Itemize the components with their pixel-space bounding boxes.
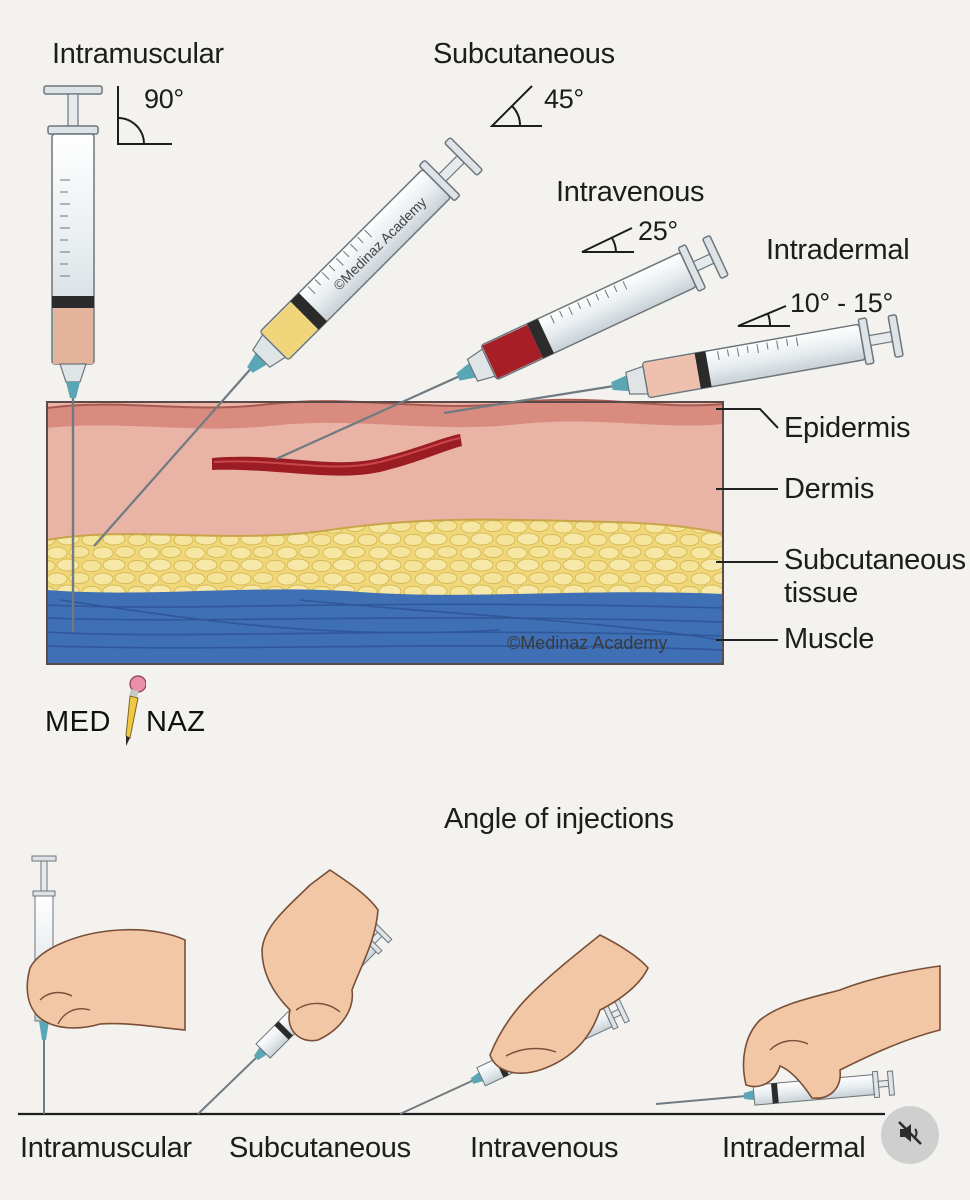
label-intramuscular: Intramuscular	[52, 38, 224, 70]
bottom-title: Angle of injections	[444, 803, 674, 835]
syringe-intramuscular	[43, 85, 103, 632]
hand-subcutaneous	[261, 869, 379, 1042]
logo-text-left: MED	[45, 706, 111, 738]
label-subcutaneous-tissue: Subcutaneous tissue	[784, 544, 966, 609]
syringe-subcutaneous	[93, 137, 483, 547]
label-dermis: Dermis	[784, 473, 875, 505]
label-subcutaneous: Subcutaneous	[433, 38, 615, 70]
logo-text-right: NAZ	[146, 706, 206, 738]
syringe-intradermal	[443, 314, 904, 415]
mute-button[interactable]	[881, 1106, 939, 1164]
syringe-intravenous	[275, 235, 729, 461]
angle-intradermal: 10° - 15°	[790, 288, 893, 318]
angle-intramuscular: 90°	[144, 84, 184, 114]
label-muscle: Muscle	[784, 623, 875, 655]
hand-intramuscular	[26, 928, 186, 1031]
mute-icon	[895, 1118, 925, 1153]
angle-subcutaneous: 45°	[544, 84, 584, 114]
bottom-label-subcutaneous: Subcutaneous	[229, 1132, 411, 1164]
label-epidermis: Epidermis	[784, 412, 911, 444]
bottom-label-intramuscular: Intramuscular	[20, 1132, 192, 1164]
watermark-panel: ©Medinaz Academy	[507, 633, 668, 653]
label-intradermal: Intradermal	[766, 234, 910, 266]
bottom-label-intradermal: Intradermal	[722, 1132, 866, 1164]
layer-pointer-lines	[716, 408, 779, 641]
pencil-logo-icon	[122, 672, 147, 748]
label-intravenous: Intravenous	[556, 176, 705, 208]
angle-icon	[117, 85, 790, 327]
skin-cross-section	[46, 398, 724, 665]
angle-intravenous: 25°	[638, 216, 678, 246]
hand-intradermal	[742, 965, 941, 1099]
hand-intravenous	[489, 934, 649, 1074]
bottom-label-intravenous: Intravenous	[470, 1132, 619, 1164]
